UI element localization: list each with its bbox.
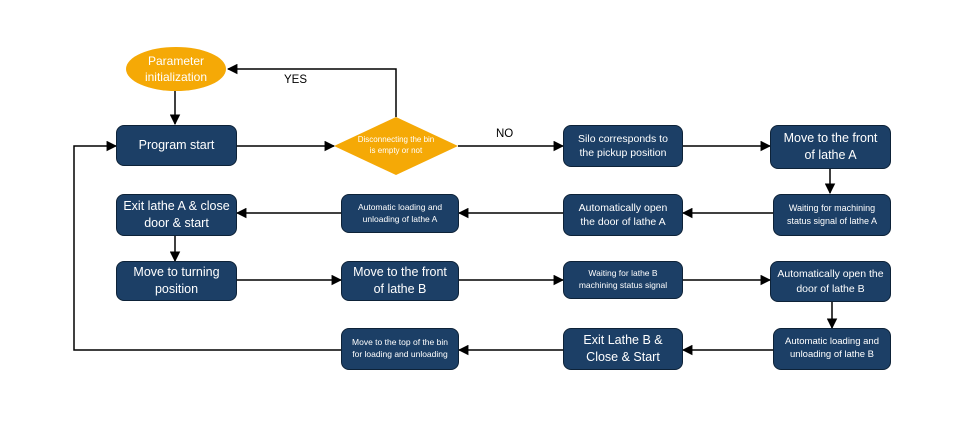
- no-label: NO: [496, 128, 514, 140]
- auto-load-lathe-a-box: Automatic loading and unloading of lathe…: [341, 194, 459, 233]
- yes-label: YES: [284, 74, 308, 86]
- auto-load-lathe-b-box: Automatic loading and unloading of lathe…: [773, 328, 891, 370]
- start-oval: Parameter initialization: [126, 47, 226, 91]
- open-door-lathe-a-box: Automatically open the door of lathe A: [563, 194, 683, 236]
- exit-lathe-a-box: Exit lathe A & close door & start: [116, 194, 237, 236]
- arrow-yes: [226, 63, 397, 117]
- program-start-box: Program start: [116, 125, 237, 166]
- decision-diamond: [334, 117, 458, 175]
- move-turning-box: Move to turning position: [116, 261, 237, 301]
- exit-lathe-b-box: Exit Lathe B & Close & Start: [563, 328, 683, 370]
- wait-status-lathe-a-box: Waiting for machining status signal of l…: [773, 194, 891, 236]
- decision-label: Disconnecting the bin is empty or not: [357, 135, 435, 155]
- arrow-loop-back: [73, 140, 341, 351]
- move-front-lathe-b-box: Move to the front of lathe B: [341, 261, 459, 301]
- move-front-lathe-a-box: Move to the front of lathe A: [770, 125, 891, 169]
- silo-position-box: Silo corresponds to the pickup position: [563, 125, 683, 167]
- wait-status-lathe-b-box: Waiting for lathe B machining status sig…: [563, 261, 683, 299]
- move-top-bin-box: Move to the top of the bin for loading a…: [341, 328, 459, 370]
- open-door-lathe-b-box: Automatically open the door of lathe B: [770, 261, 891, 302]
